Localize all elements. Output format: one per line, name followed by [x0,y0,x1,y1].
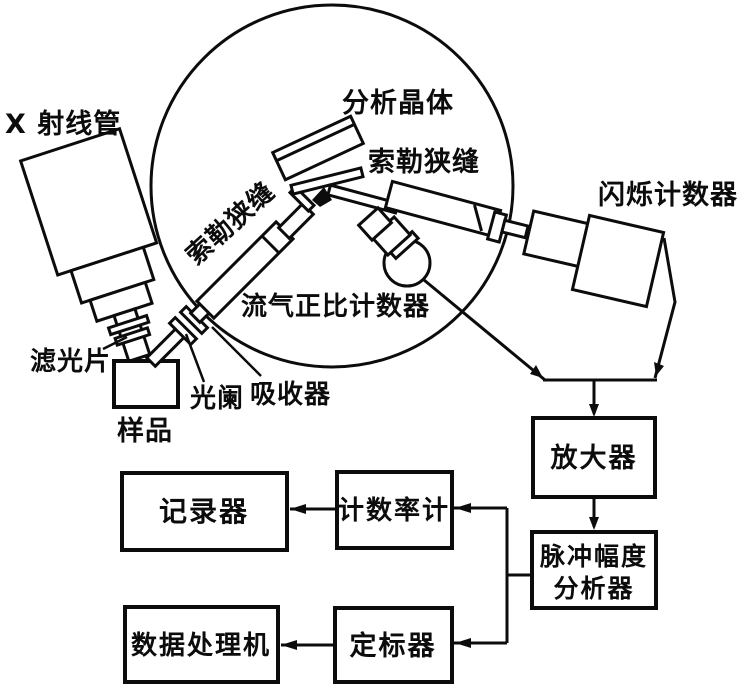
arrowhead-into-recorder [290,504,306,514]
scintillation-counter-label: 闪烁计数器 [598,180,738,211]
ratemeter-label: 计数率计 [338,495,450,526]
recorder-label: 记录器 [159,495,249,528]
arrowhead-into-pha [589,517,599,530]
sample-box [112,359,180,409]
gas-flow-counter [356,205,432,288]
arrowhead-into-amplifier [589,404,599,417]
absorber-pointer-line [211,326,262,377]
scintillation-signal-line [653,237,677,379]
data-processor-box [123,605,280,684]
filter-pointer-line [102,335,128,351]
ratemeter-box [335,470,454,550]
beam-focus-wedge [312,187,332,207]
absorber-label: 吸收器 [250,380,331,410]
soller-slit-right-label: 索勒狭缝 [368,146,480,178]
arrowhead-into-processor [281,640,297,650]
analyzing-crystal-label: 分析晶体 [342,88,454,119]
gas-counter-signal-line [423,278,546,382]
scintillation-head [570,213,666,309]
filter-plate-1 [106,313,151,337]
arrowhead-scint-line [654,362,664,376]
amplifier-box [531,416,657,499]
right-collimator [326,179,666,309]
aperture-plate [167,315,199,347]
xray-tube-label: X 射线管 [5,109,121,140]
aperture-label: 光阑 [189,383,244,414]
recorder-box [120,471,289,552]
sample-label: 样品 [117,415,173,447]
data-processor-label: 数据处理机 [131,631,271,661]
gas-flow-counter-label: 流气正比计数器 [241,291,430,322]
electronics-chain [120,416,658,684]
tube-joint-right [473,204,483,232]
pulse-analyzer-label-line1: 脉冲幅度 [539,542,648,571]
detector-signal-lines [423,237,677,417]
pulse-analyzer-label-line2: 分析器 [553,574,634,603]
analyzing-crystal [270,114,366,207]
amplifier-label: 放大器 [550,442,638,474]
neck-right [500,218,530,240]
crystal-base-plate [289,166,365,196]
arrowhead-gas-line [530,365,543,378]
filter-label: 滤光片 [30,347,111,377]
arrowhead-into-ratemeter [455,503,471,513]
goniometer-circle [149,3,515,369]
scaler-box [333,606,454,684]
arrowhead-into-scaler [455,638,471,648]
scaler-label: 定标器 [350,630,437,662]
aperture-pointer-line [184,333,206,383]
tube-joint-left [261,235,281,255]
left-collimator [144,184,317,369]
pulse-analyzer-box [530,530,658,610]
xray-tube [18,126,159,364]
counter-snout-tip [356,205,394,243]
crystal-inner-line [275,123,356,163]
